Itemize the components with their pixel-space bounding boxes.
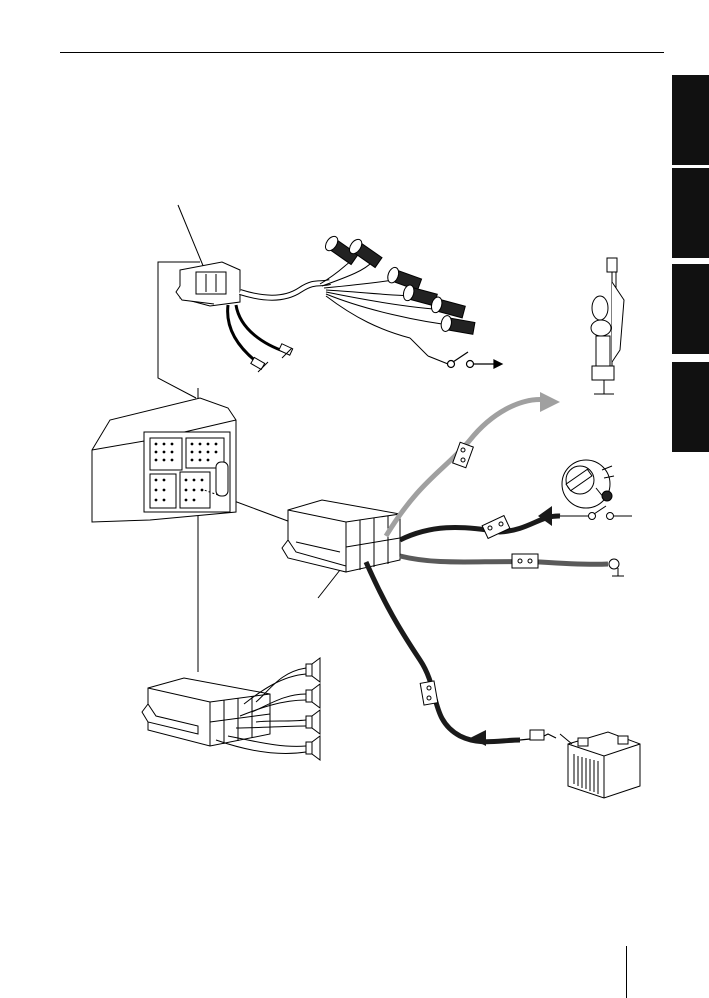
radio-rear-panel <box>92 398 236 522</box>
switch-symbol <box>428 352 502 368</box>
ground-cable <box>400 554 624 576</box>
antenna-cable <box>386 392 560 536</box>
ignition-cable <box>400 506 632 540</box>
ignition-switch <box>562 460 614 508</box>
rca-connectors <box>323 234 475 336</box>
battery-cable <box>366 562 556 746</box>
iso-connector-block <box>282 500 400 572</box>
battery <box>560 732 640 798</box>
antenna <box>591 258 624 394</box>
speakers <box>306 658 320 760</box>
